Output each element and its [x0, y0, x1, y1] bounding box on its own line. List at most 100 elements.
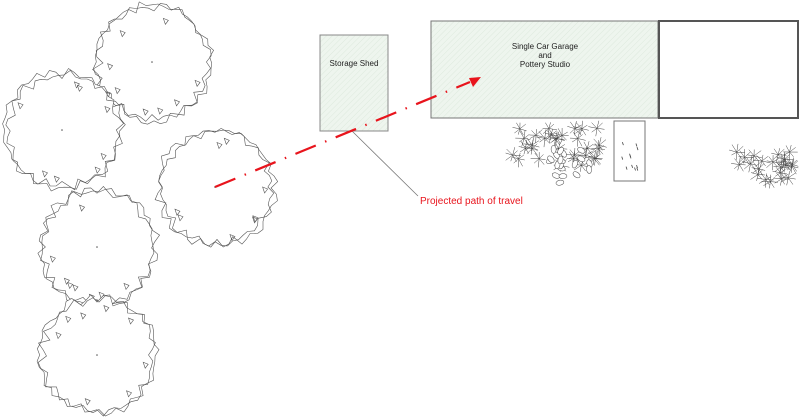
- shrub-symbol: [542, 122, 558, 136]
- plant-mark: [635, 143, 638, 147]
- tree-canopy-detail: [100, 153, 107, 161]
- tree-canopy-detail: [252, 215, 259, 223]
- path-label: Projected path of travel: [420, 196, 523, 207]
- tree-canopy-detail: [216, 141, 223, 150]
- garage-label-line3: Pottery Studio: [520, 60, 571, 69]
- groundcover-leaf: [547, 155, 555, 163]
- tree-canopy-detail: [252, 216, 258, 224]
- tree-canopy-detail: [107, 63, 114, 71]
- tree-canopy-outline: [37, 185, 155, 309]
- plant-mark: [636, 164, 638, 169]
- tree-canopy-detail: [142, 361, 149, 369]
- tree-canopy-detail: [157, 107, 164, 115]
- plant-mark: [629, 153, 631, 157]
- adjacent-building: [658, 20, 799, 119]
- tree-canopy-detail: [126, 390, 132, 398]
- garage-label-line1: Single Car Garage: [512, 42, 579, 51]
- shrub-symbol: [588, 150, 602, 166]
- groundcover-leaf: [577, 155, 586, 163]
- shrub-symbol: [588, 120, 605, 137]
- shrub-symbol: [777, 158, 792, 172]
- shrub-symbol: [742, 154, 758, 173]
- tree-canopy-outline: [158, 129, 279, 248]
- plant-mark: [631, 164, 633, 168]
- shrub-symbol: [512, 122, 527, 136]
- tree-canopy-detail: [65, 315, 72, 324]
- shrub-symbol: [771, 148, 787, 163]
- tree-canopy-detail: [49, 255, 56, 263]
- planter-bed: [613, 120, 646, 182]
- tree-canopy-outline: [37, 295, 160, 417]
- tree-canopy-detail: [262, 186, 269, 194]
- tree-canopy-detail: [41, 170, 48, 178]
- shrub-symbol: [548, 131, 565, 146]
- groundcover-leaf: [572, 171, 581, 179]
- shrub-symbol: [515, 129, 531, 147]
- shrub-symbol: [518, 139, 533, 155]
- tree-canopy-detail: [223, 137, 230, 145]
- tree-canopy-detail: [84, 398, 91, 406]
- tree-canopy-detail: [17, 102, 24, 110]
- groundcover-leaf: [557, 146, 564, 155]
- shrub-symbol: [738, 149, 754, 165]
- shrub-symbol: [591, 140, 605, 157]
- tree-canopy-detail: [79, 204, 86, 212]
- groundcover-leaf: [571, 160, 578, 169]
- tree-trunk-mark: [61, 129, 63, 131]
- shrub-bed-right: [729, 143, 799, 189]
- tree-canopy-detail: [55, 332, 62, 340]
- tree-canopy-detail: [104, 105, 111, 114]
- shrub-symbol: [548, 131, 565, 147]
- tree-canopy-detail: [194, 79, 201, 87]
- groundcover-leaf: [577, 147, 586, 154]
- shrub-symbol: [731, 156, 746, 172]
- tree-canopy-detail: [103, 305, 110, 313]
- tree-trunk-mark: [96, 246, 98, 248]
- trees: [2, 1, 279, 417]
- tree-canopy-detail: [119, 30, 126, 38]
- shrub-symbol: [573, 120, 589, 136]
- shrub-bed-left: [505, 120, 607, 186]
- shrub-symbol: [747, 149, 762, 164]
- shrub-symbol: [554, 127, 569, 143]
- path-of-travel-line: [214, 80, 471, 189]
- tree-canopy-detail: [174, 99, 180, 107]
- tree-canopy-detail: [94, 166, 101, 174]
- tree-trunk-mark: [96, 354, 98, 356]
- groundcover-leaf: [586, 165, 592, 174]
- shrub-symbol: [569, 131, 586, 147]
- tree-canopy-detail: [123, 282, 130, 291]
- tree-canopy-detail: [76, 84, 83, 92]
- plant-mark: [621, 142, 624, 146]
- garage: [430, 20, 659, 119]
- groundcover-leaf: [550, 145, 557, 154]
- tree-canopy-outline: [40, 188, 161, 310]
- groundcover-leaf: [558, 173, 568, 179]
- tree-trunk-mark: [151, 61, 153, 63]
- shrub-symbol: [588, 150, 603, 166]
- garage-label-line2: and: [538, 51, 551, 60]
- shrub-symbol: [512, 152, 525, 168]
- shrub-symbol: [530, 152, 546, 168]
- tree-canopy-detail: [72, 284, 79, 292]
- tree-canopy-outline: [2, 68, 125, 191]
- shrub-symbol: [773, 171, 790, 186]
- shrub-symbol: [761, 174, 778, 189]
- tree-canopy-detail: [142, 108, 149, 116]
- planter-plants: [621, 142, 639, 171]
- shrub-symbol: [505, 147, 522, 162]
- shrub-symbol: [754, 154, 771, 170]
- groundcover-leaf: [557, 155, 564, 165]
- tree-canopy-detail: [73, 81, 80, 89]
- plant-mark: [621, 156, 624, 160]
- shrub-symbol: [776, 152, 793, 168]
- storage-shed-label: Storage Shed: [330, 59, 379, 68]
- tree-canopy-detail: [229, 234, 236, 242]
- groundcover-leaf: [555, 179, 565, 186]
- shrub-symbol: [729, 143, 745, 160]
- tree-canopy-detail: [114, 87, 121, 95]
- plant-mark: [625, 166, 628, 170]
- shrub-symbol: [529, 129, 543, 143]
- tree-canopy-detail: [53, 175, 60, 183]
